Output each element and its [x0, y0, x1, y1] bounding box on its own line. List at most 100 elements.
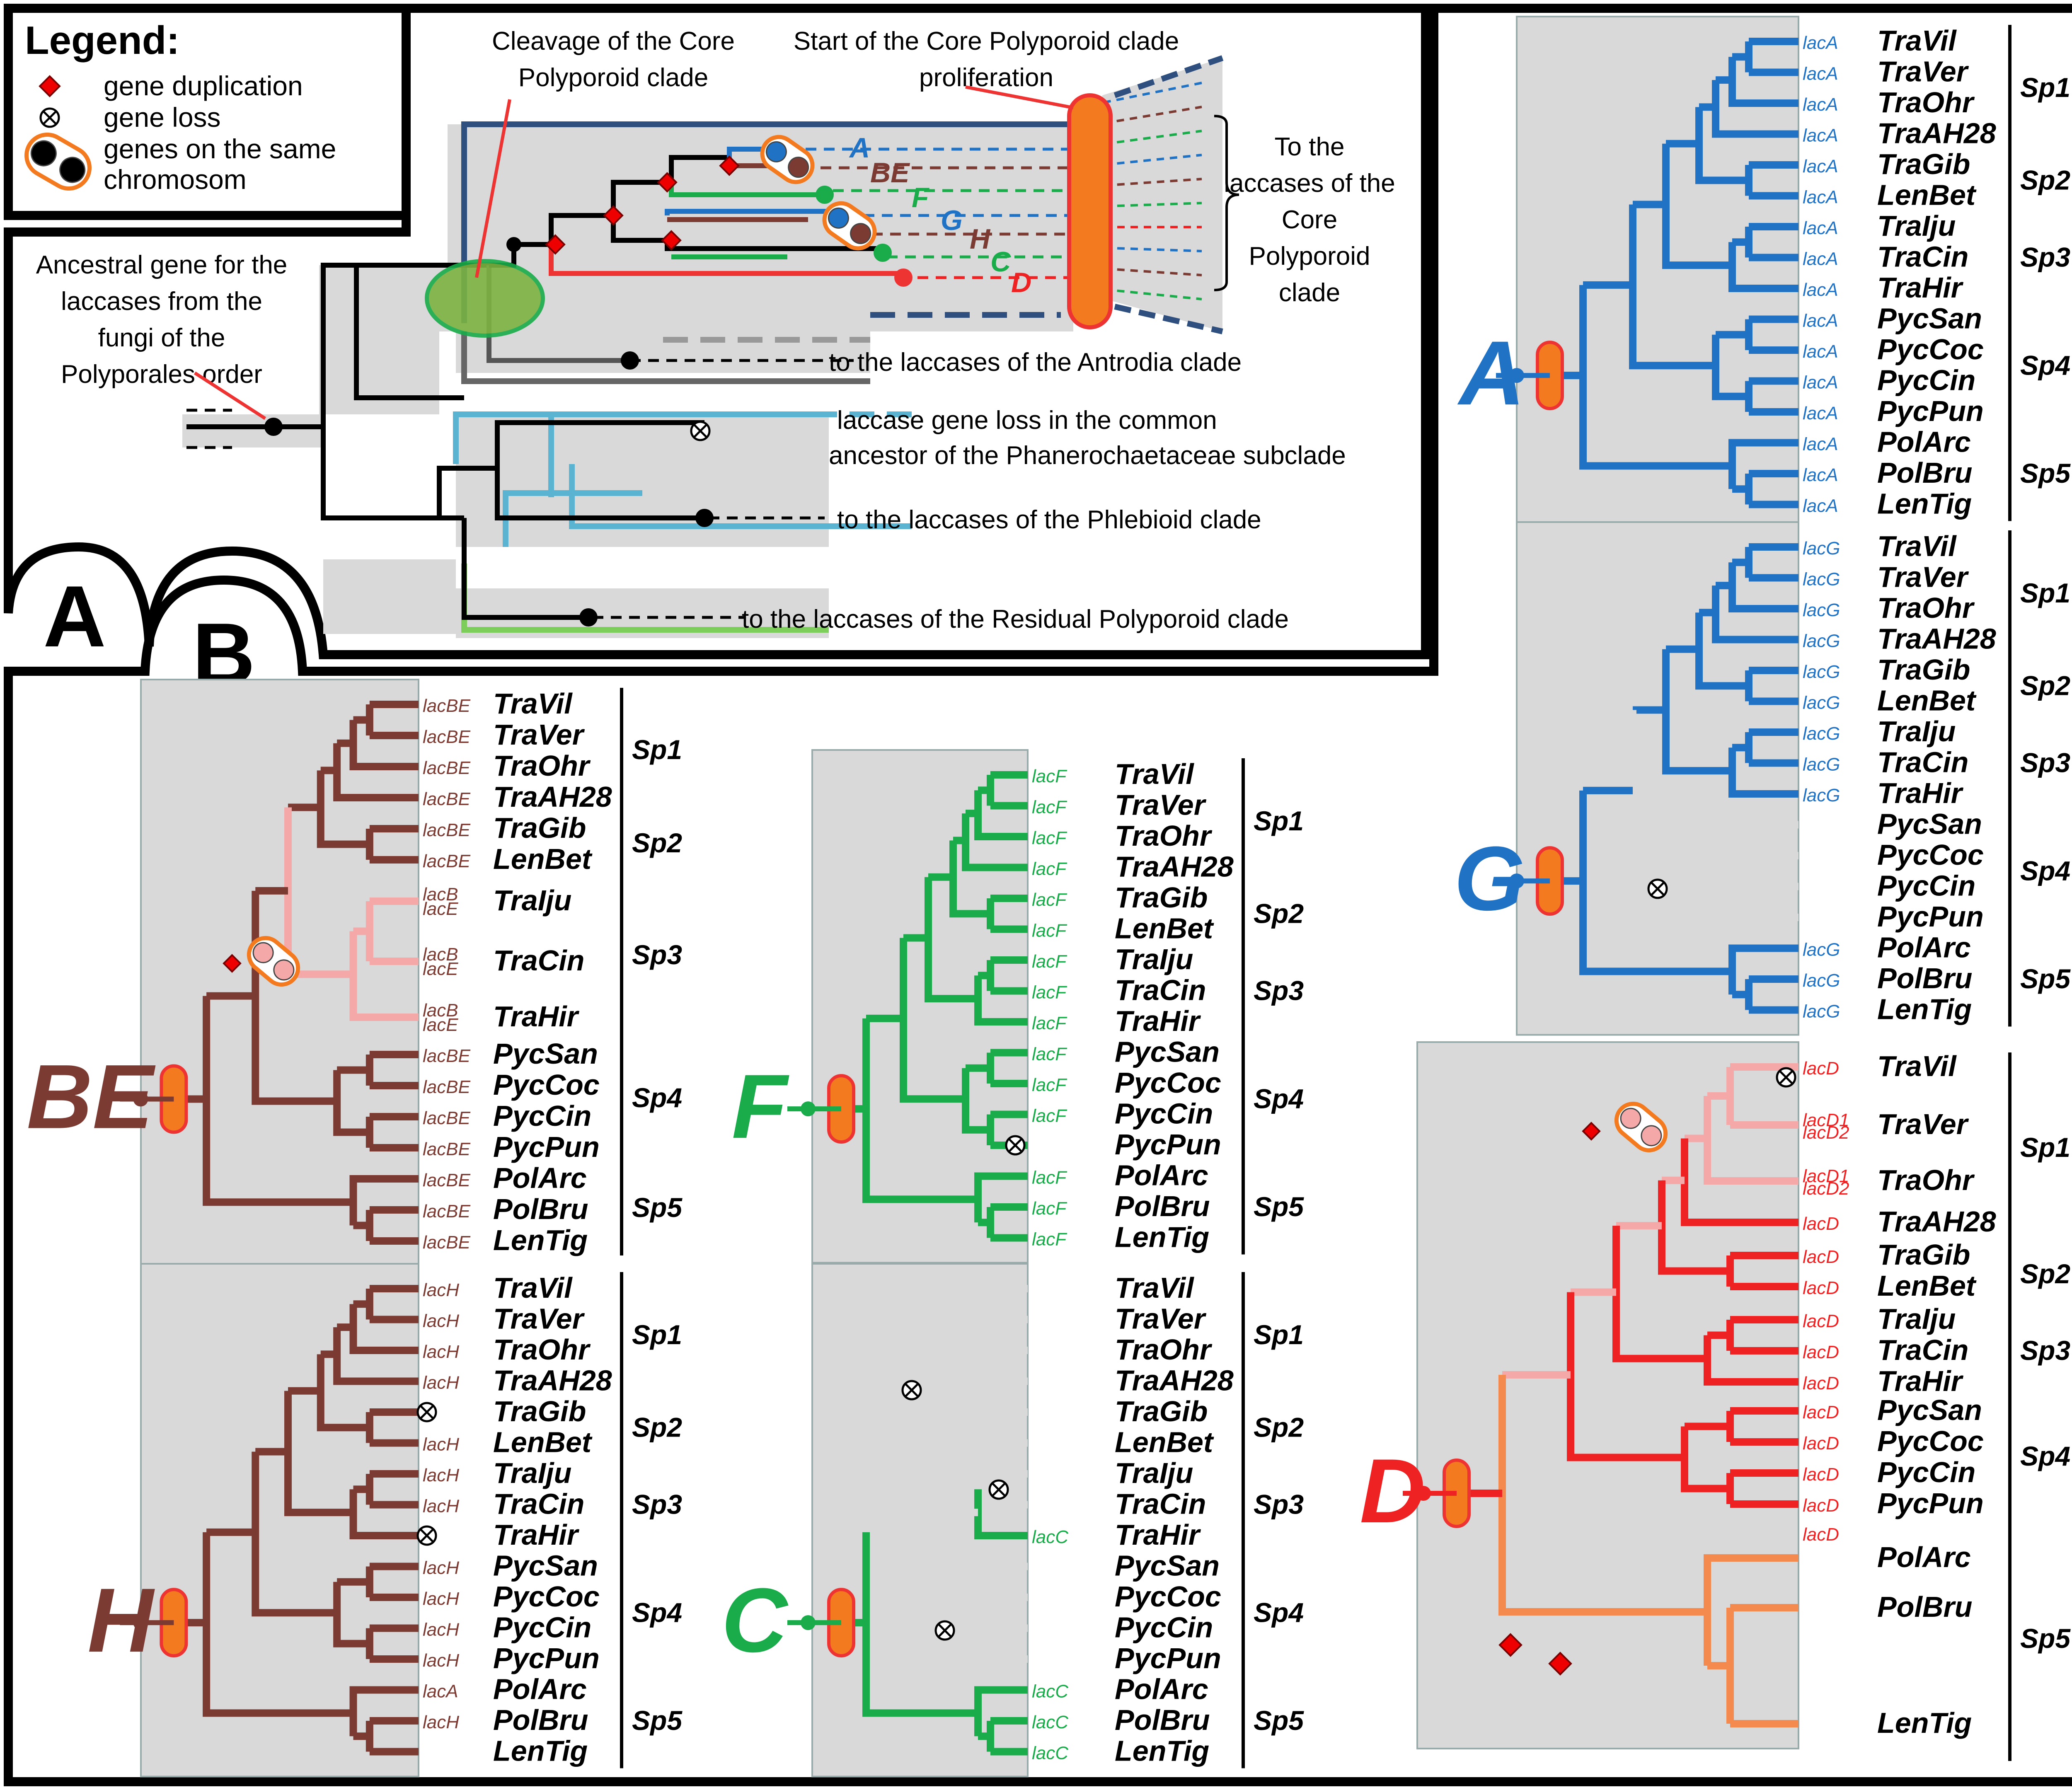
tip-gene-label: lacA — [1803, 465, 1838, 485]
species-label-TraVil: TraVil — [1115, 1272, 1194, 1304]
branch — [333, 1327, 419, 1385]
species-label-PycCoc: PycCoc — [1877, 839, 1984, 871]
branch — [900, 1451, 966, 1617]
to-core-label: laccases of the — [1224, 169, 1395, 198]
species-label-LenTig: LenTig — [1877, 993, 1972, 1026]
loss-cross — [693, 424, 707, 438]
species-label-PycPun: PycPun — [1877, 1487, 1984, 1519]
tip-gene-label: lacH — [423, 1342, 459, 1362]
legend-item-duplication: gene duplication — [104, 70, 303, 101]
group-label-Sp2: Sp2 — [1254, 1412, 1304, 1442]
branch — [1681, 1426, 1730, 1492]
tree-gray — [1516, 521, 1799, 1036]
species-label-PycSan: PycSan — [493, 1038, 598, 1070]
tip-gene-label: lacA — [423, 1681, 458, 1702]
species-label-TraHir: TraHir — [1877, 271, 1964, 304]
group-label-Sp3: Sp3 — [2020, 1335, 2070, 1366]
branch — [1695, 107, 1749, 184]
species-label-PycCoc: PycCoc — [1877, 333, 1984, 365]
branch — [462, 518, 588, 620]
branch — [1579, 285, 1732, 470]
cleavage-blob — [425, 259, 545, 338]
tip-gene-label: lacG — [1803, 785, 1840, 806]
tip-gene-label: lacBE — [423, 1170, 471, 1190]
node-dot — [506, 237, 521, 252]
species-label-TraHir: TraHir — [493, 1000, 580, 1033]
tip-gene-label: lacA — [1803, 496, 1838, 516]
species-label-TraCin: TraCin — [1115, 1488, 1206, 1520]
proliferation-bar — [1067, 93, 1113, 329]
tip-gene-label: lacB — [423, 944, 458, 965]
branch — [1712, 334, 1749, 400]
node-dot — [816, 186, 834, 204]
tip-gene-label: lacA — [1803, 187, 1838, 208]
species-label-TraGib: TraGib — [1877, 653, 1970, 686]
tip-gene-label: lacBE — [423, 696, 471, 716]
branch — [1728, 57, 1798, 107]
branch — [1629, 204, 1716, 370]
tip-gene-label: lacA — [1803, 126, 1838, 146]
tip-gene-label: lacH — [423, 1712, 459, 1732]
tip-gene-label: lacF — [1032, 1044, 1067, 1064]
branch — [1658, 1180, 1730, 1275]
branch — [974, 1304, 1028, 1354]
branch — [1712, 80, 1798, 138]
species-label-LenBet: LenBet — [1877, 179, 1977, 211]
loss-cross — [1651, 882, 1665, 896]
group-label-Sp2: Sp2 — [632, 1412, 682, 1442]
branch — [962, 1327, 1028, 1385]
same-chromosome-marker — [1614, 1101, 1668, 1153]
group-label-Sp5: Sp5 — [2020, 458, 2071, 489]
species-label-PolBru: PolBru — [1115, 1704, 1210, 1736]
gene-tree-name: H — [87, 1569, 155, 1671]
gene-label-BE: BE — [870, 157, 910, 189]
species-label-TraAH28: TraAH28 — [1877, 623, 1996, 655]
tip-gene-label: lacD1 — [1803, 1166, 1849, 1186]
group-label-Sp4: Sp4 — [1254, 1083, 1304, 1114]
group-label-Sp3: Sp3 — [2020, 747, 2070, 778]
phlebioid-label: to the laccases of the Phlebioid clade — [837, 506, 1261, 534]
tip-gene-label: lacG — [1803, 755, 1840, 775]
group-label-Sp4: Sp4 — [2020, 855, 2070, 886]
tip-gene-label: lacH — [423, 1373, 459, 1393]
branch — [489, 155, 729, 268]
branch — [495, 468, 704, 520]
species-label-PycCoc: PycCoc — [1115, 1067, 1221, 1099]
group-label-Sp1: Sp1 — [1254, 806, 1304, 836]
gene-dot — [1641, 1125, 1662, 1147]
loss-cross — [420, 1529, 434, 1543]
to-core-label: Core — [1282, 206, 1337, 234]
gene-dot — [30, 140, 57, 167]
branch — [900, 938, 966, 1103]
gene-label-D: D — [1011, 267, 1031, 298]
tip-gene-label: lacA — [1803, 434, 1838, 455]
tip-gene-label: lacA — [1803, 64, 1838, 84]
branch — [974, 1172, 1028, 1223]
gene-dot — [273, 959, 295, 981]
ancestral-label: Polyporales order — [61, 360, 262, 389]
node-dot — [695, 509, 714, 527]
ancestral-label: Ancestral gene for the — [36, 251, 288, 279]
group-label-Sp2: Sp2 — [2020, 670, 2070, 701]
branch-g — [665, 209, 841, 215]
branch — [354, 265, 464, 400]
tip-gene-label: lacA — [1803, 341, 1838, 362]
duplication-marker — [1548, 1652, 1572, 1676]
branch — [349, 1489, 419, 1539]
species-label-PycCin: PycCin — [1877, 870, 1975, 902]
species-label-PycSan: PycSan — [1877, 302, 1982, 335]
tip-gene-label: lacD — [1803, 1247, 1839, 1267]
species-label-TraIju: TraIju — [1877, 1303, 1956, 1335]
group-label-Sp3: Sp3 — [632, 939, 682, 970]
branch-d — [549, 244, 899, 276]
gene-tree-name: A — [1457, 322, 1525, 424]
species-label-TraAH28: TraAH28 — [493, 781, 612, 813]
node-dot — [264, 418, 283, 436]
group-label-Sp3: Sp3 — [2020, 242, 2070, 273]
species-label-PycCin: PycCin — [1877, 364, 1975, 397]
branch — [349, 1175, 419, 1226]
group-label-Sp1: Sp1 — [632, 1319, 682, 1350]
group-label-Sp1: Sp1 — [2020, 1132, 2070, 1163]
phleb-outline — [453, 411, 554, 497]
